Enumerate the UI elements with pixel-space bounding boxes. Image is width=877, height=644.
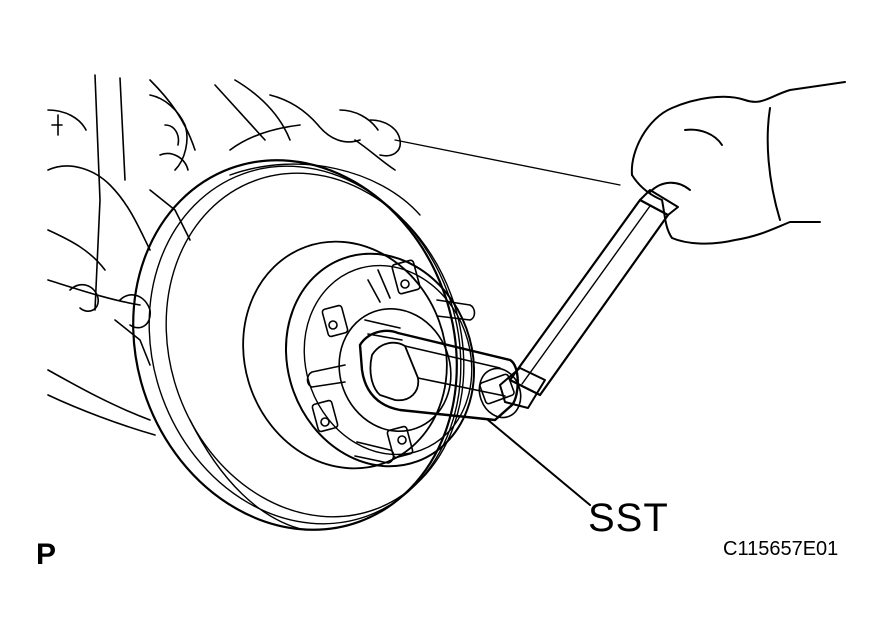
figure-id: C115657E01 xyxy=(723,538,839,560)
torque-wrench xyxy=(500,190,678,408)
hub-bolt xyxy=(308,260,475,463)
hand xyxy=(632,82,845,244)
brake-disc xyxy=(82,114,511,575)
sst-callout-label: SST xyxy=(588,496,669,540)
special-service-tool-socket xyxy=(360,331,590,505)
suspension-arm xyxy=(48,75,620,435)
section-mark: P xyxy=(36,538,57,571)
axle-hub xyxy=(257,227,504,493)
